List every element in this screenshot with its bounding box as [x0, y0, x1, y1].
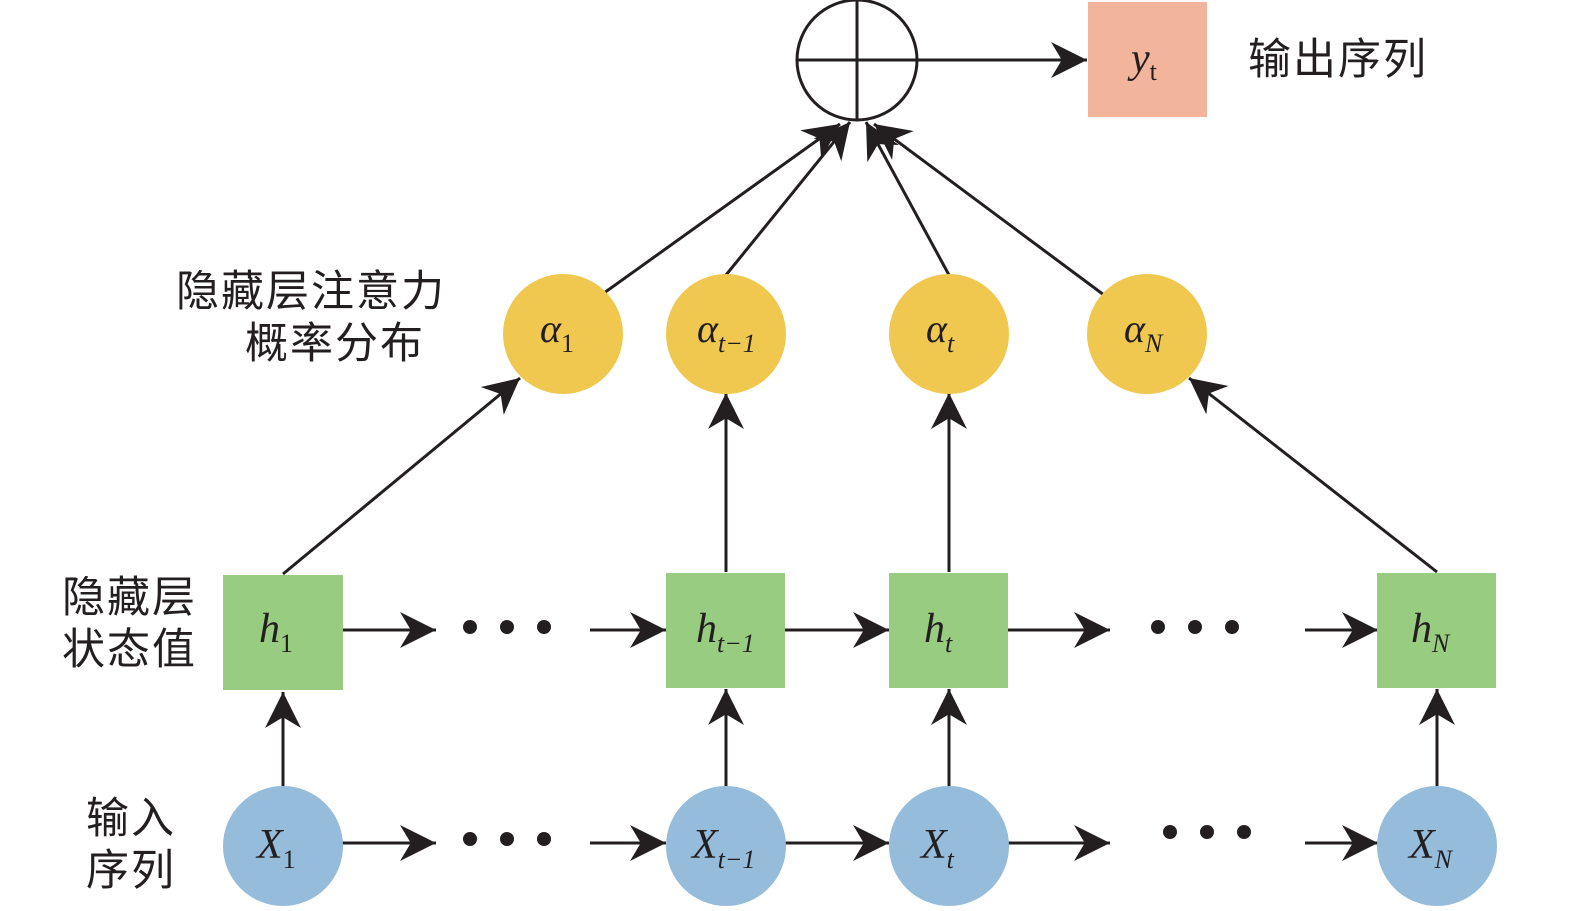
input-node-n: XN	[1377, 786, 1497, 906]
input-sequence-label: 输入 序列	[86, 793, 176, 897]
hidden-node-n: hN	[1377, 573, 1496, 688]
input-node-1: X1	[223, 786, 343, 906]
hidden-node-1: h1	[223, 575, 343, 690]
svg-text:αt: αt	[926, 306, 955, 358]
attention-label-line1: 隐藏层注意力	[176, 267, 446, 317]
svg-text:ht: ht	[924, 606, 953, 658]
svg-text:Xt: Xt	[919, 822, 955, 874]
output-box	[1088, 2, 1207, 117]
input-node-t: Xt	[889, 786, 1009, 906]
ellipsis-input-right	[1163, 825, 1251, 839]
alpha-node-t: αt	[889, 274, 1009, 394]
arrow-hn-to-an	[1188, 376, 1438, 574]
svg-text:X1: X1	[255, 822, 296, 874]
arrow-h1-to-a1	[282, 376, 521, 576]
svg-text:yt: yt	[1127, 36, 1158, 86]
arrow-at-to-sum	[864, 121, 951, 276]
ellipsis-hidden-left	[463, 620, 551, 634]
hidden-state-label: 隐藏层 状态值	[62, 572, 197, 676]
hidden-node-t-1: ht−1	[666, 573, 785, 688]
alpha-node-1: α1	[503, 274, 623, 394]
svg-text:α1: α1	[540, 306, 574, 358]
sum-node	[795, 0, 919, 122]
attention-distribution-label: 隐藏层注意力 概率分布	[176, 266, 446, 370]
svg-text:ht−1: ht−1	[696, 606, 755, 658]
input-label-line2: 序列	[86, 846, 176, 896]
arrow-a1-to-sum	[603, 122, 841, 295]
ellipsis-input-left	[463, 832, 551, 846]
svg-text:αt−1: αt−1	[697, 306, 756, 358]
svg-text:αN: αN	[1124, 306, 1164, 358]
alpha-node-n: αN	[1087, 274, 1207, 394]
arrow-at1-to-sum	[724, 121, 852, 276]
output-node: yt	[1088, 2, 1207, 117]
svg-text:h1: h1	[259, 606, 293, 658]
svg-text:XN: XN	[1407, 822, 1454, 874]
alpha-node-t-1: αt−1	[666, 274, 786, 394]
input-node-t-1: Xt−1	[666, 786, 786, 906]
svg-text:hN: hN	[1411, 606, 1451, 658]
input-label-line1: 输入	[86, 794, 176, 844]
ellipsis-hidden-right	[1151, 620, 1239, 634]
svg-text:Xt−1: Xt−1	[690, 822, 755, 874]
hidden-node-t: ht	[889, 573, 1008, 688]
attention-label-line2: 概率分布	[245, 319, 425, 369]
hidden-label-line1: 隐藏层	[62, 573, 197, 623]
hidden-label-line2: 状态值	[62, 625, 197, 675]
arrow-an-to-sum	[873, 122, 1105, 297]
output-sequence-label: 输出序列	[1248, 35, 1428, 85]
